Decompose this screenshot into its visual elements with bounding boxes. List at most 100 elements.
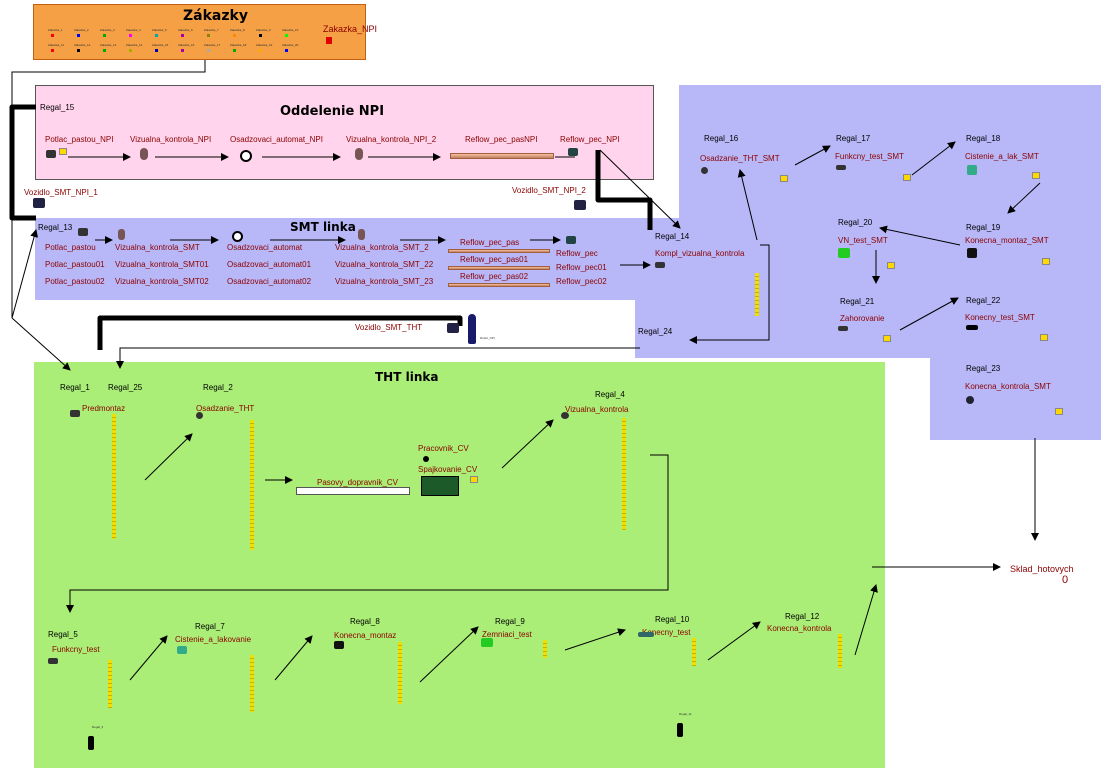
regal-9[interactable]: Regal_9 (495, 617, 525, 626)
reflow-conveyor[interactable] (448, 283, 550, 287)
smt-col6-row2[interactable]: Reflow_pec01 (556, 263, 607, 272)
konecna-montaz-smt-label[interactable]: Konecna_montaz_SMT (965, 236, 1049, 245)
soldering-machine-icon[interactable] (421, 476, 459, 496)
order-label[interactable]: Zakazka_4 (126, 28, 141, 32)
npi-station-2[interactable]: Vizualna_kontrola_NPI (130, 135, 212, 144)
regal-1[interactable]: Regal_1 (60, 383, 90, 392)
worker-icon[interactable] (423, 456, 429, 462)
regal-25[interactable]: Regal_25 (108, 383, 143, 392)
order-label[interactable]: Zakazka_6 (178, 28, 193, 32)
order-label[interactable]: Zakazka_3 (100, 28, 115, 32)
regal-8[interactable]: Regal_8 (350, 617, 380, 626)
reflow-conveyor[interactable] (448, 266, 550, 270)
order-label[interactable]: Zakazka_16 (178, 43, 195, 47)
order-label[interactable]: Zakazka_13 (100, 43, 117, 47)
regal-17[interactable]: Regal_17 (836, 134, 871, 143)
inspection-icon[interactable] (561, 412, 569, 419)
final-test-icon[interactable] (638, 632, 654, 637)
kompl-vizualna-label[interactable]: Kompl_vizualna_kontrola (655, 249, 745, 258)
funkcny-test-smt-label[interactable]: Funkcny_test_SMT (835, 152, 904, 161)
placement-icon[interactable] (196, 412, 203, 419)
vehicle-npi-1-label[interactable]: Vozidlo_SMT_NPI_1 (24, 188, 98, 197)
regal-21[interactable]: Regal_21 (840, 297, 875, 306)
printer-icon[interactable] (46, 150, 56, 158)
regal-24[interactable]: Regal_24 (638, 327, 673, 336)
regal-20[interactable]: Regal_20 (838, 218, 873, 227)
vizualna-kontrola-label[interactable]: Vizualna_kontrola (565, 405, 629, 414)
order-label[interactable]: Zakazka_20 (282, 43, 299, 47)
tester-icon[interactable] (836, 165, 846, 170)
order-label[interactable]: Zakazka_1 (48, 28, 63, 32)
smt-col3-row3[interactable]: Osadzovaci_automat02 (227, 277, 312, 286)
regal-2[interactable]: Regal_2 (203, 383, 233, 392)
premount-icon[interactable] (70, 410, 80, 417)
zahorovanie-label[interactable]: Zahorovanie (840, 314, 885, 323)
vehicle-npi-2-label[interactable]: Vozidlo_SMT_NPI_2 (512, 186, 586, 195)
order-label[interactable]: Zakazka_10 (282, 28, 299, 32)
worker-icon[interactable] (468, 314, 476, 344)
smt-col5-row1[interactable]: Reflow_pec_pas (460, 238, 520, 247)
smt-col4-row3[interactable]: Vizualna_kontrola_SMT_23 (335, 277, 434, 286)
regal-22[interactable]: Regal_22 (966, 296, 1001, 305)
final-test-icon[interactable] (966, 325, 978, 330)
placement-icon[interactable] (701, 167, 708, 174)
inspection-icon[interactable] (140, 148, 148, 160)
npi-station-4[interactable]: Vizualna_kontrola_NPI_2 (346, 135, 437, 144)
npi-station-5[interactable]: Reflow_pec_pasNPI (465, 135, 538, 144)
vehicle-icon[interactable] (447, 323, 459, 333)
inspection-icon[interactable] (966, 396, 974, 404)
smt-col4-row2[interactable]: Vizualna_kontrola_SMT_22 (335, 260, 434, 269)
smt-col3-row2[interactable]: Osadzovaci_automat01 (227, 260, 312, 269)
regal-23[interactable]: Regal_23 (966, 364, 1001, 373)
vehicle-icon[interactable] (574, 200, 586, 210)
order-label[interactable]: Zakazka_8 (230, 28, 245, 32)
konecna-montaz-label[interactable]: Konecna_montaz (334, 631, 397, 640)
inspection-icon[interactable] (355, 148, 363, 160)
order-label[interactable]: Zakazka_17 (204, 43, 221, 47)
konecna-kontrola-smt-label[interactable]: Konecna_kontrola_SMT (965, 382, 1051, 391)
reflow-conveyor[interactable] (448, 249, 550, 253)
order-label[interactable]: Zakazka_18 (230, 43, 247, 47)
regal-18[interactable]: Regal_18 (966, 134, 1001, 143)
regal-10[interactable]: Regal_10 (655, 615, 690, 624)
smt-col3-row1[interactable]: Osadzovaci_automat (227, 243, 303, 252)
pracovnik-cv-label[interactable]: Pracovnik_CV (418, 444, 469, 453)
burn-in-icon[interactable] (838, 326, 848, 331)
order-label[interactable]: Zakazka_15 (152, 43, 169, 47)
funkcny-test-label[interactable]: Funkcny_test (52, 645, 100, 654)
printer-icon[interactable] (78, 228, 88, 236)
pasovy-dopravnik-label[interactable]: Pasovy_dopravnik_CV (317, 478, 398, 487)
order-label[interactable]: Zakazka_2 (74, 28, 89, 32)
assembly-icon[interactable] (967, 248, 977, 258)
smt-col5-row3[interactable]: Reflow_pec_pas02 (460, 272, 529, 281)
smt-col2-row3[interactable]: Vizualna_kontrola_SMT02 (115, 277, 209, 286)
osadzanie-tht-smt-label[interactable]: Osadzanie_THT_SMT (700, 154, 780, 163)
osadzanie-tht-label[interactable]: Osadzanie_THT (196, 404, 255, 413)
placement-icon[interactable] (232, 231, 243, 242)
smt-col2-row2[interactable]: Vizualna_kontrola_SMT01 (115, 260, 209, 269)
inspection-icon[interactable] (655, 262, 665, 268)
regal-5[interactable]: Regal_5 (48, 630, 78, 639)
npi-station-3[interactable]: Osadzovaci_automat_NPI (230, 135, 323, 144)
konecny-test-label[interactable]: Konecny_test (642, 628, 691, 637)
npi-station-6[interactable]: Reflow_pec_NPI (560, 135, 620, 144)
vehicle-smt-tht-label[interactable]: Vozidlo_SMT_THT (355, 323, 423, 332)
cistenie-lak-smt-label[interactable]: Cistenie_a_lak_SMT (965, 152, 1039, 161)
smt-col1-row1[interactable]: Potlac_pastou (45, 243, 96, 252)
tester-icon[interactable] (48, 658, 58, 664)
reflow-oven-icon[interactable] (568, 148, 578, 156)
conveyor-belt[interactable] (296, 487, 410, 495)
hv-test-icon[interactable] (838, 248, 850, 258)
order-label[interactable]: Zakazka_5 (152, 28, 167, 32)
smt-col1-row2[interactable]: Potlac_pastou01 (45, 260, 105, 269)
cleaning-icon[interactable] (177, 646, 187, 654)
placement-icon[interactable] (240, 150, 252, 162)
regal-16[interactable]: Regal_16 (704, 134, 739, 143)
regal-19[interactable]: Regal_19 (966, 223, 1001, 232)
regal-4[interactable]: Regal_4 (595, 390, 625, 399)
predmontaz-label[interactable]: Predmontaz (82, 404, 126, 413)
smt-col6-row1[interactable]: Reflow_pec (556, 249, 598, 258)
order-label[interactable]: Zakazka_19 (256, 43, 273, 47)
ground-test-icon[interactable] (481, 638, 493, 647)
sklad-hotovych-label[interactable]: Sklad_hotovych (1010, 564, 1074, 574)
